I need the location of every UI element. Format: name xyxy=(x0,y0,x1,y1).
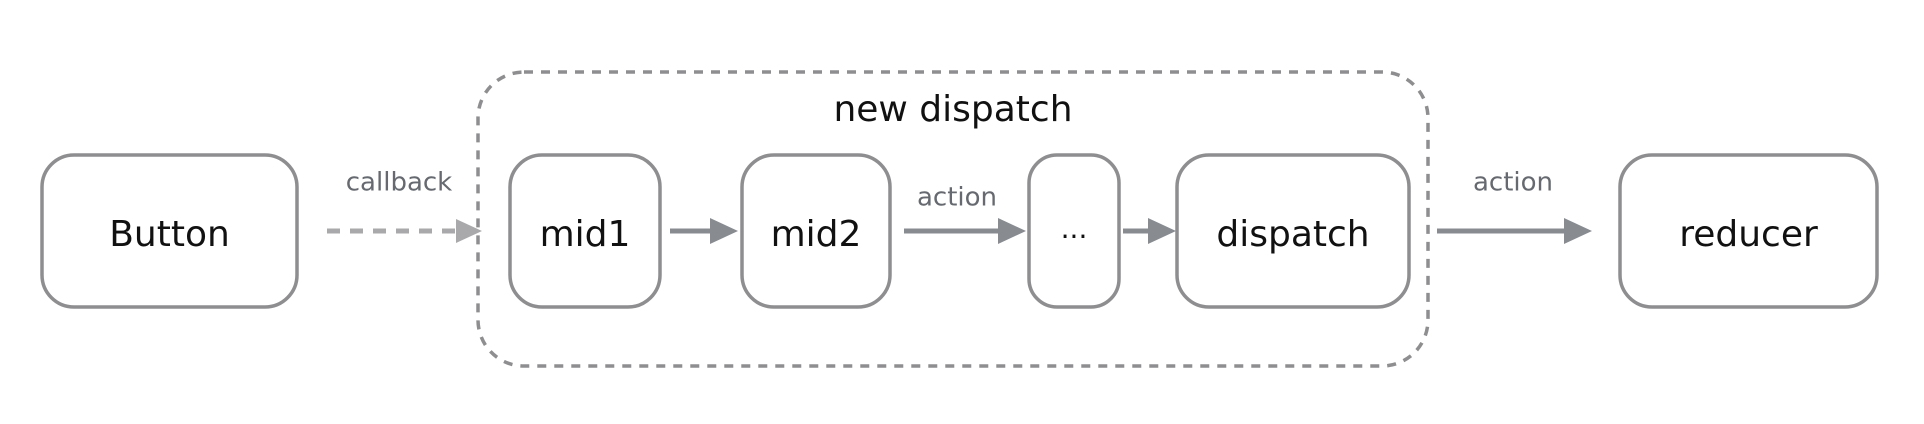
new-dispatch-group xyxy=(476,70,1430,368)
node-label-mid1: mid1 xyxy=(540,214,631,255)
group-label: new dispatch xyxy=(833,89,1072,130)
node-label-ellipsis: ... xyxy=(1061,212,1088,245)
edge-ellipsis-dispatch xyxy=(1123,218,1176,244)
edge-mid2-ellipsis: action xyxy=(904,183,1026,244)
node-label-dispatch: dispatch xyxy=(1216,214,1369,255)
node-button: Button xyxy=(40,153,299,309)
node-mid1: mid1 xyxy=(508,153,662,309)
edge-callback: callback xyxy=(327,168,482,243)
node-label-button: Button xyxy=(109,214,230,255)
node-dispatch: dispatch xyxy=(1175,153,1411,309)
edge-mid1-mid2 xyxy=(670,218,738,244)
node-label-mid2: mid2 xyxy=(771,214,862,255)
edge-label-action-2: action xyxy=(1473,168,1553,198)
edge-dispatch-reducer: action xyxy=(1437,168,1592,244)
edge-label-action-1: action xyxy=(917,183,997,213)
edge-label-callback: callback xyxy=(346,168,452,198)
node-label-reducer: reducer xyxy=(1679,214,1818,255)
node-ellipsis: ... xyxy=(1027,153,1121,309)
node-reducer: reducer xyxy=(1618,153,1879,309)
node-mid2: mid2 xyxy=(740,153,892,309)
